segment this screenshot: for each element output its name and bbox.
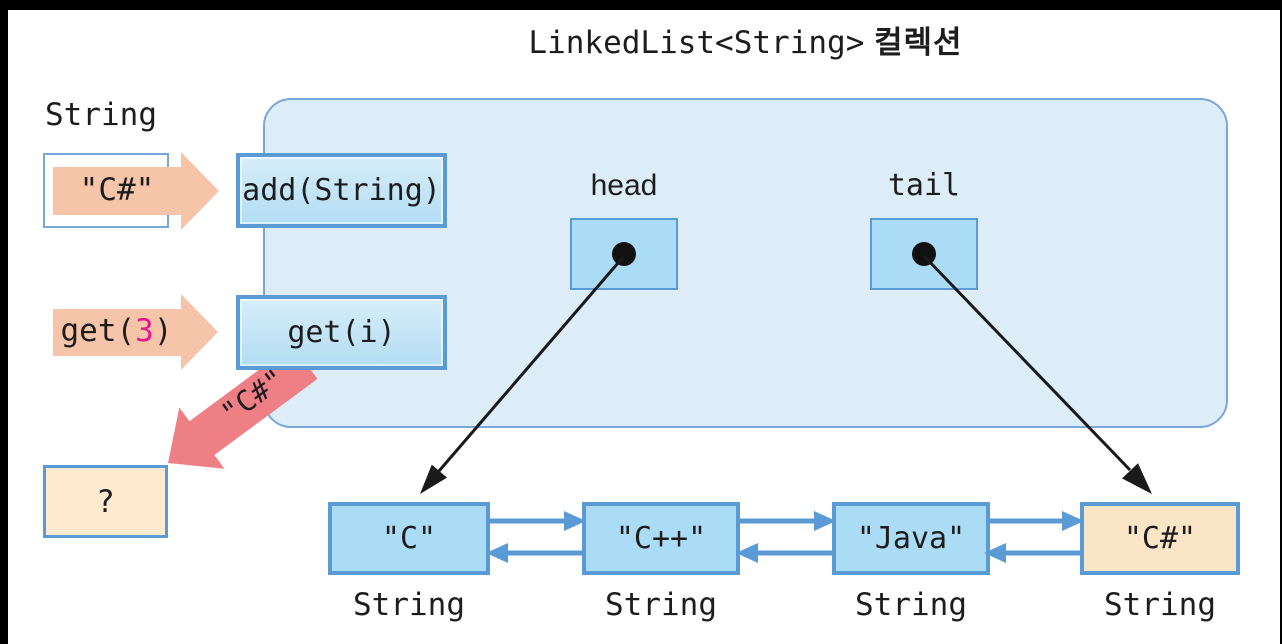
title-code: LinkedList<String> bbox=[528, 25, 865, 61]
tail-pointer-dot-icon bbox=[912, 242, 936, 266]
get-method-box: get(i) bbox=[236, 295, 447, 370]
node-box-cpp: "C++" bbox=[582, 502, 740, 575]
result-placeholder: ? bbox=[96, 483, 115, 520]
input-value: "C#" bbox=[79, 172, 155, 208]
node-type-label: String bbox=[353, 587, 465, 623]
node-value: "C#" bbox=[1123, 521, 1197, 556]
node-type-label: String bbox=[855, 587, 967, 623]
node-type-label: String bbox=[605, 587, 717, 623]
title-korean: 컬렉션 bbox=[864, 25, 963, 60]
node-box-java: "Java" bbox=[832, 502, 990, 575]
collection-container bbox=[263, 98, 1228, 428]
get-call-prefix: get( bbox=[60, 313, 136, 349]
get-call-index: 3 bbox=[135, 313, 154, 349]
node-box-c: "C" bbox=[328, 502, 490, 575]
get-call-label: get(3) bbox=[53, 314, 180, 348]
get-call-suffix: ) bbox=[153, 313, 173, 349]
result-box: ? bbox=[43, 465, 168, 538]
node-value: "Java" bbox=[856, 521, 966, 556]
add-method-label: add(String) bbox=[242, 173, 441, 208]
get-method-label: get(i) bbox=[287, 315, 396, 350]
diagram-title: LinkedList<String> 컬렉션 bbox=[263, 25, 1228, 61]
head-label: head bbox=[590, 169, 658, 202]
node-value: "C" bbox=[381, 521, 437, 556]
tail-label: tail bbox=[887, 168, 961, 203]
head-pointer-dot-icon bbox=[612, 242, 636, 266]
node-value: "C++" bbox=[615, 521, 707, 556]
add-method-box: add(String) bbox=[236, 153, 447, 228]
node-box-csharp: "C#" bbox=[1080, 502, 1240, 575]
node-type-label: String bbox=[1104, 587, 1216, 623]
param-type-label: String bbox=[45, 97, 157, 133]
